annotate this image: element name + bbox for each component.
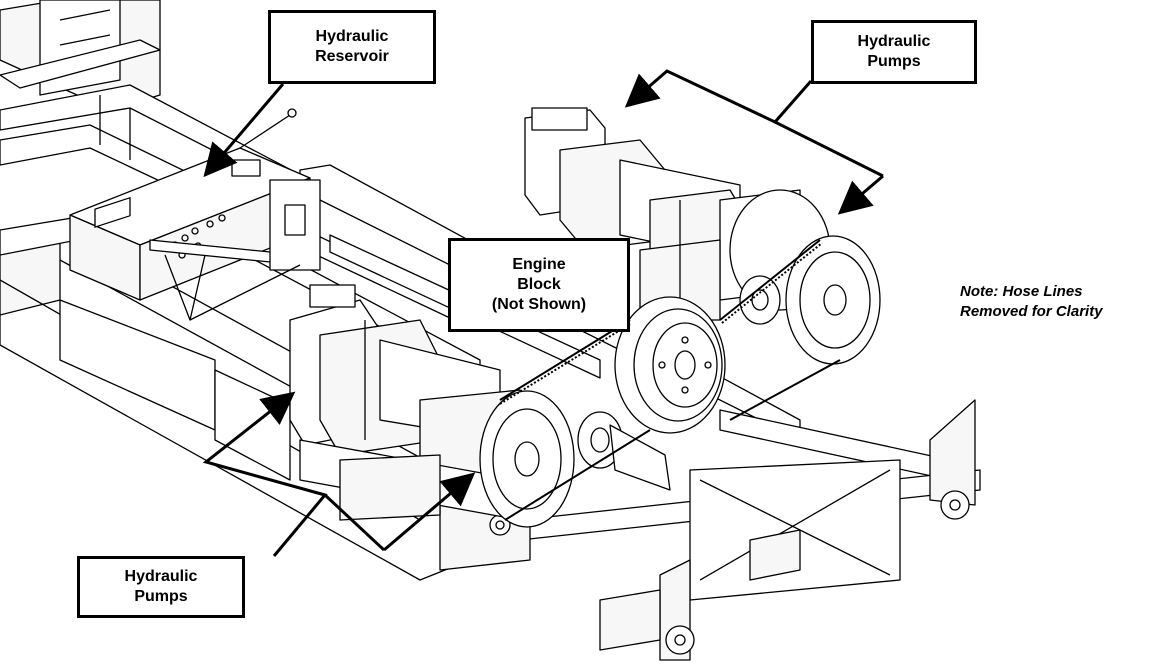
hose-lines-note: Note: Hose Lines Removed for Clarity — [960, 283, 1103, 320]
hydraulic-pumps-top-label: Hydraulic Pumps — [811, 20, 977, 84]
rear-pump-assembly — [524, 107, 831, 321]
engine-block-label: Engine Block (Not Shown) — [448, 238, 630, 332]
top-pumps-leader-2 — [774, 120, 884, 178]
top-pumps-leader-3 — [837, 174, 884, 215]
mounting-bracket — [149, 179, 321, 321]
front-pulley — [479, 390, 575, 528]
drive-belt — [499, 239, 841, 521]
rear-pulley — [785, 235, 881, 365]
hydraulic-reservoir — [69, 108, 311, 301]
bottom-pumps-leader — [202, 391, 328, 557]
hydraulic-reservoir-label: Hydraulic Reservoir — [268, 10, 436, 84]
upper-frame — [0, 0, 451, 319]
hydraulic-pumps-bottom-label: Hydraulic Pumps — [77, 556, 245, 618]
bottom-pumps-leader-3 — [383, 472, 476, 552]
reservoir-leader — [203, 83, 285, 178]
center-pulley — [614, 296, 726, 434]
leader-lines — [202, 69, 884, 557]
bottom-pumps-leader-2 — [323, 493, 386, 552]
top-pumps-leader — [624, 69, 813, 124]
